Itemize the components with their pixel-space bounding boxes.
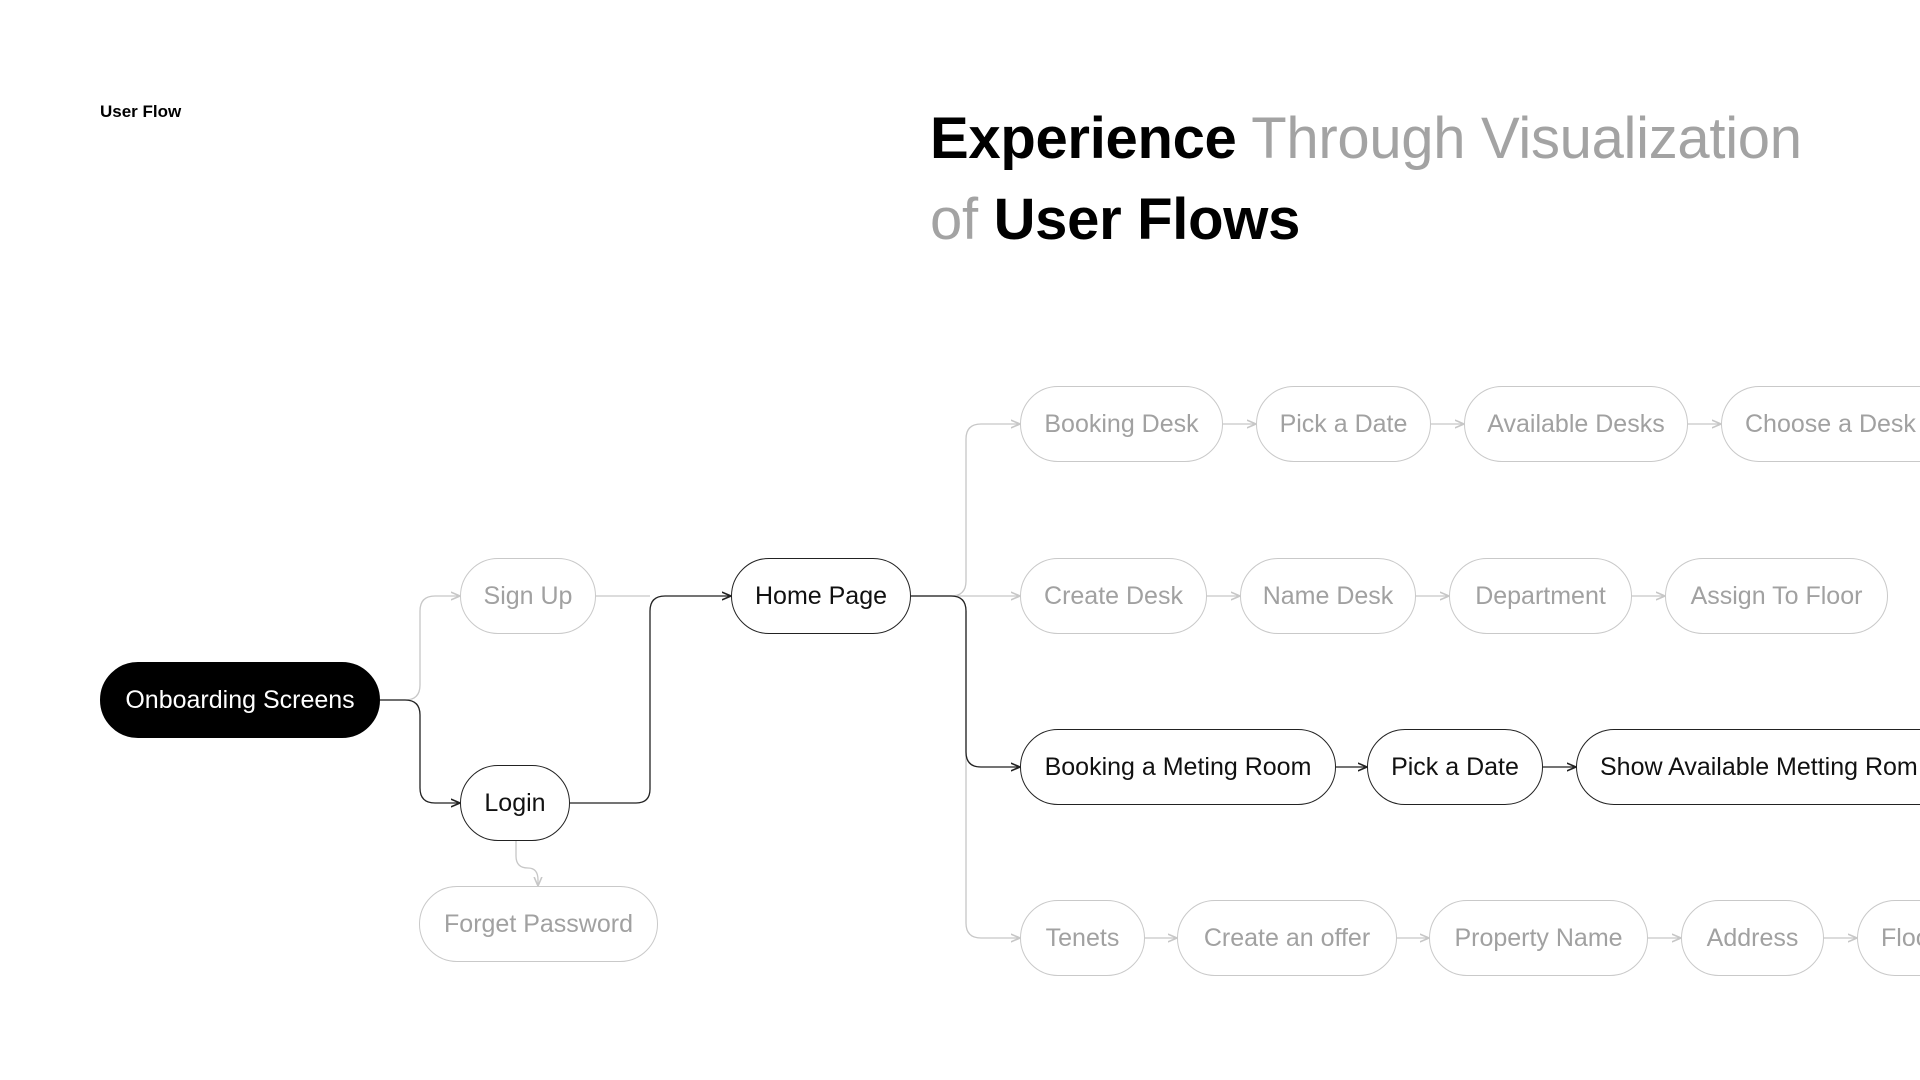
headline-strong-2: User Flows	[993, 187, 1301, 252]
connector-home-booking-desk	[911, 424, 1020, 597]
connector-login-home	[570, 596, 731, 804]
node-login[interactable]: Login	[460, 765, 570, 841]
headline: Experience Through Visualization of User…	[930, 98, 1802, 260]
node-name-desk[interactable]: Name Desk	[1240, 558, 1416, 634]
headline-soft-2: of	[930, 187, 994, 252]
node-address[interactable]: Address	[1681, 900, 1824, 976]
headline-line-1: Experience Through Visualization	[930, 98, 1802, 179]
page-label: User Flow	[100, 102, 182, 121]
node-tenets[interactable]: Tenets	[1020, 900, 1145, 976]
node-home-page[interactable]: Home Page	[731, 558, 911, 634]
node-department[interactable]: Department	[1449, 558, 1632, 634]
headline-line-2: of User Flows	[930, 179, 1802, 260]
connector-onboarding-login	[380, 699, 460, 803]
connector-onboarding-signup	[380, 596, 460, 701]
headline-soft-1: Through Visualization	[1236, 106, 1802, 171]
node-pick-date-2[interactable]: Pick a Date	[1367, 729, 1543, 805]
node-create-offer[interactable]: Create an offer	[1177, 900, 1397, 976]
connector-login-forget	[515, 841, 538, 886]
connector-home-meeting-room	[911, 595, 1020, 767]
connector-home-tenets	[965, 611, 1020, 938]
node-forget-password[interactable]: Forget Password	[419, 886, 658, 962]
node-booking-desk[interactable]: Booking Desk	[1020, 386, 1223, 462]
node-show-available-rooms[interactable]: Show Available Metting Rom	[1576, 729, 1920, 805]
node-create-desk[interactable]: Create Desk	[1020, 558, 1207, 634]
node-onboarding-screens[interactable]: Onboarding Screens	[100, 662, 380, 738]
node-booking-meeting-room[interactable]: Booking a Meting Room	[1020, 729, 1336, 805]
node-pick-date-1[interactable]: Pick a Date	[1256, 386, 1431, 462]
node-choose-desk[interactable]: Choose a Desk	[1721, 386, 1920, 462]
node-available-desks[interactable]: Available Desks	[1464, 386, 1688, 462]
node-sign-up[interactable]: Sign Up	[460, 558, 596, 634]
node-floor[interactable]: Floo	[1857, 900, 1920, 976]
node-property-name[interactable]: Property Name	[1429, 900, 1648, 976]
headline-strong-1: Experience	[930, 106, 1237, 171]
node-assign-floor[interactable]: Assign To Floor	[1665, 558, 1888, 634]
